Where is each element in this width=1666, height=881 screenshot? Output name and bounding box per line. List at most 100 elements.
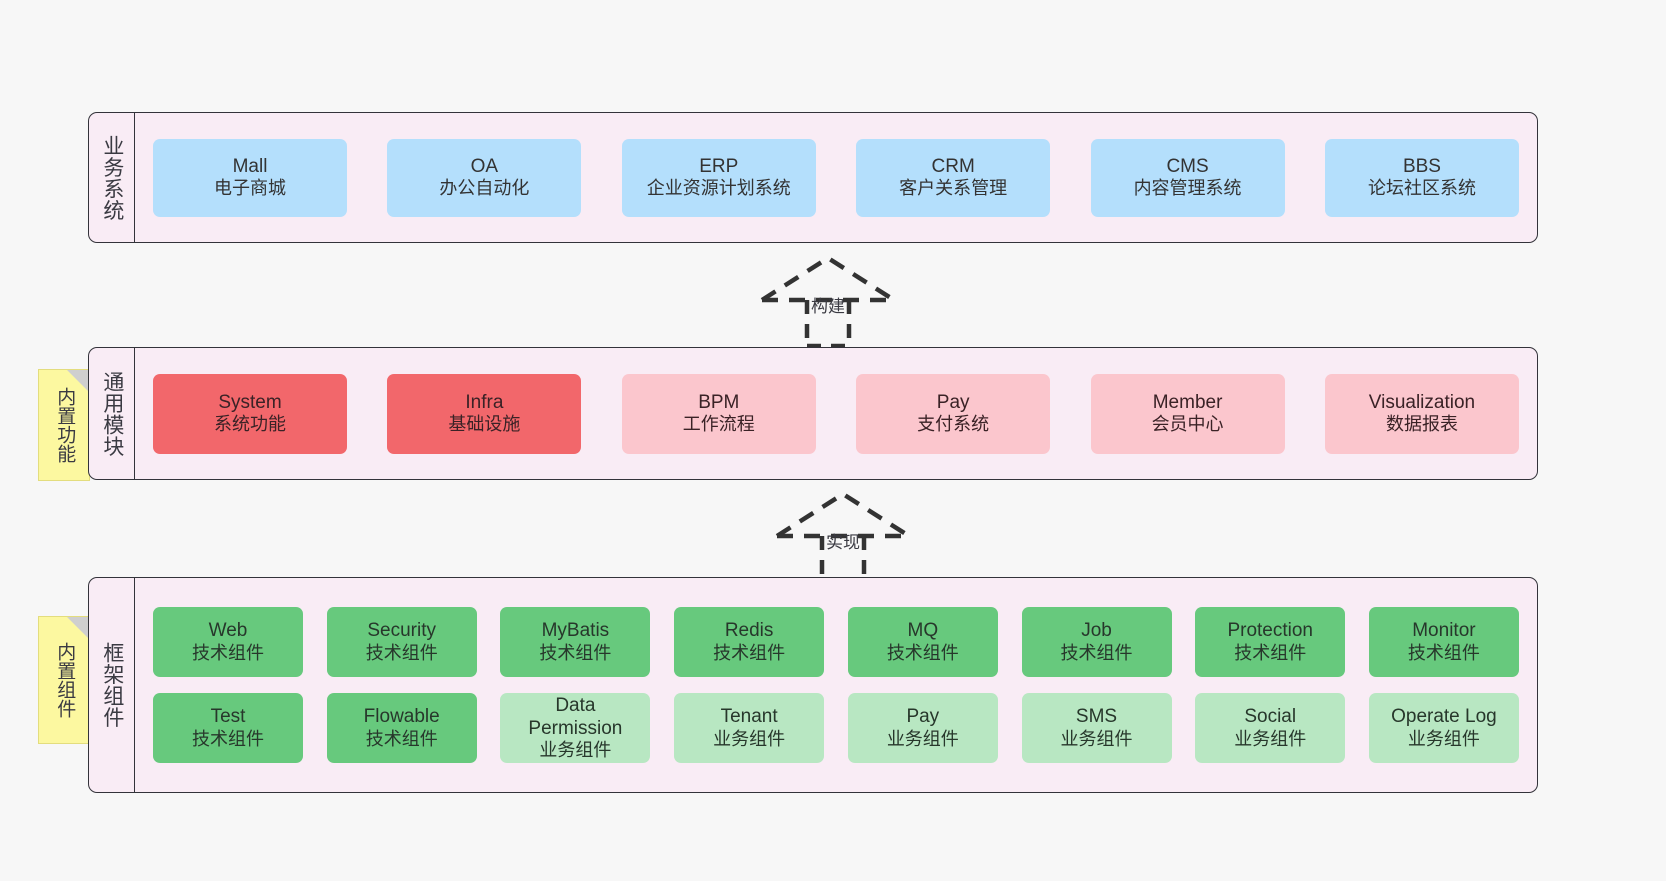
card-mall-subtitle: 电子商城 bbox=[214, 178, 286, 199]
card-oa-subtitle: 办公自动化 bbox=[439, 178, 530, 199]
card-pay-module-subtitle: 支付系统 bbox=[917, 414, 990, 435]
card-mybatis-title: MyBatis bbox=[541, 620, 610, 642]
card-crm-subtitle: 客户关系管理 bbox=[899, 178, 1008, 199]
card-test-title: Test bbox=[210, 706, 246, 728]
card-cms-subtitle: 内容管理系统 bbox=[1133, 178, 1242, 199]
framework-row-2: Test 技术组件 Flowable 技术组件 Data Permission … bbox=[153, 693, 1519, 763]
card-system-title: System bbox=[218, 391, 282, 413]
card-tenant[interactable]: Tenant 业务组件 bbox=[674, 693, 825, 763]
business-systems-row: Mall 电子商城 OA 办公自动化 ERP 企业资源计划系统 CRM 客户关系… bbox=[153, 138, 1519, 217]
card-redis-title: Redis bbox=[724, 620, 774, 642]
card-protection-subtitle: 技术组件 bbox=[1234, 642, 1307, 663]
card-redis-subtitle: 技术组件 bbox=[713, 642, 786, 663]
card-mq[interactable]: MQ 技术组件 bbox=[847, 607, 998, 677]
card-data-permission[interactable]: Data Permission 业务组件 bbox=[500, 693, 651, 763]
note-builtin-component: 内置组件 bbox=[38, 616, 90, 744]
card-cms-title: CMS bbox=[1166, 155, 1209, 177]
card-job[interactable]: Job 技术组件 bbox=[1021, 607, 1172, 677]
card-mybatis[interactable]: MyBatis 技术组件 bbox=[500, 607, 651, 677]
card-operate-log-subtitle: 业务组件 bbox=[1407, 728, 1480, 749]
card-social-title: Social bbox=[1244, 706, 1297, 728]
card-erp[interactable]: ERP 企业资源计划系统 bbox=[621, 138, 816, 217]
card-visualization[interactable]: Visualization 数据报表 bbox=[1324, 373, 1519, 454]
card-pay-component-title: Pay bbox=[906, 706, 940, 728]
card-oa-title: OA bbox=[470, 155, 499, 177]
card-bbs[interactable]: BBS 论坛社区系统 bbox=[1324, 138, 1519, 217]
card-web[interactable]: Web 技术组件 bbox=[153, 607, 303, 677]
card-web-title: Web bbox=[208, 620, 248, 642]
layer-business-systems: 业务系统 Mall 电子商城 OA 办公自动化 ERP 企业资源计划系统 CRM… bbox=[88, 112, 1538, 243]
card-member-subtitle: 会员中心 bbox=[1151, 414, 1224, 435]
build-arrow-label: 构建 bbox=[811, 297, 845, 316]
card-bpm-subtitle: 工作流程 bbox=[682, 414, 755, 435]
framework-row-1: Web 技术组件 Security 技术组件 MyBatis 技术组件 Redi… bbox=[153, 607, 1519, 677]
card-pay-module-title: Pay bbox=[936, 391, 970, 413]
card-protection[interactable]: Protection 技术组件 bbox=[1195, 607, 1346, 677]
card-sms-subtitle: 业务组件 bbox=[1060, 728, 1133, 749]
card-visualization-subtitle: 数据报表 bbox=[1385, 414, 1458, 435]
layer-body-common-modules: System 系统功能 Infra 基础设施 BPM 工作流程 Pay 支付系统… bbox=[135, 348, 1537, 479]
card-erp-subtitle: 企业资源计划系统 bbox=[646, 178, 791, 199]
build-arrow-glyph bbox=[760, 255, 896, 349]
layer-body-framework-components: Web 技术组件 Security 技术组件 MyBatis 技术组件 Redi… bbox=[135, 578, 1537, 792]
card-sms-title: SMS bbox=[1075, 706, 1118, 728]
layer-title-common-modules: 通用模块 bbox=[89, 348, 135, 479]
card-infra-subtitle: 基础设施 bbox=[448, 414, 521, 435]
implement-arrow-label: 实现 bbox=[826, 533, 860, 552]
card-social-subtitle: 业务组件 bbox=[1234, 728, 1307, 749]
note-builtin-function: 内置功能 bbox=[38, 369, 90, 481]
card-security-title: Security bbox=[367, 620, 437, 642]
card-infra[interactable]: Infra 基础设施 bbox=[387, 373, 582, 454]
card-test[interactable]: Test 技术组件 bbox=[153, 693, 303, 763]
note-builtin-function-label: 内置功能 bbox=[54, 387, 76, 463]
card-job-subtitle: 技术组件 bbox=[1060, 642, 1133, 663]
card-flowable-subtitle: 技术组件 bbox=[365, 728, 438, 749]
layer-title-framework-components: 框架组件 bbox=[89, 578, 135, 792]
card-mall[interactable]: Mall 电子商城 bbox=[153, 138, 347, 217]
card-system-subtitle: 系统功能 bbox=[214, 414, 286, 435]
card-monitor-title: Monitor bbox=[1412, 620, 1476, 642]
card-bpm[interactable]: BPM 工作流程 bbox=[621, 373, 816, 454]
card-flowable-title: Flowable bbox=[363, 706, 440, 728]
card-pay-module[interactable]: Pay 支付系统 bbox=[856, 373, 1051, 454]
card-web-subtitle: 技术组件 bbox=[192, 642, 264, 663]
layer-title-business-systems: 业务系统 bbox=[89, 113, 135, 242]
card-monitor-subtitle: 技术组件 bbox=[1407, 642, 1480, 663]
card-crm-title: CRM bbox=[931, 155, 975, 177]
layer-framework-components: 框架组件 Web 技术组件 Security 技术组件 MyBatis 技术组件… bbox=[88, 577, 1538, 793]
note-fold-icon bbox=[67, 617, 89, 639]
card-operate-log[interactable]: Operate Log 业务组件 bbox=[1368, 693, 1519, 763]
card-member[interactable]: Member 会员中心 bbox=[1090, 373, 1285, 454]
note-builtin-component-label: 内置组件 bbox=[54, 642, 76, 718]
card-monitor[interactable]: Monitor 技术组件 bbox=[1368, 607, 1519, 677]
card-cms[interactable]: CMS 内容管理系统 bbox=[1090, 138, 1285, 217]
card-bbs-subtitle: 论坛社区系统 bbox=[1367, 178, 1476, 199]
card-redis[interactable]: Redis 技术组件 bbox=[674, 607, 825, 677]
card-protection-title: Protection bbox=[1227, 620, 1313, 642]
card-mybatis-subtitle: 技术组件 bbox=[539, 642, 612, 663]
card-data-permission-title: Data Permission bbox=[528, 694, 623, 740]
build-arrow: 构建 bbox=[748, 252, 908, 349]
card-member-title: Member bbox=[1152, 391, 1223, 413]
card-mq-title: MQ bbox=[907, 620, 939, 642]
card-bpm-title: BPM bbox=[698, 391, 740, 413]
card-test-subtitle: 技术组件 bbox=[192, 728, 264, 749]
card-mall-title: Mall bbox=[232, 155, 268, 177]
card-erp-title: ERP bbox=[699, 155, 739, 177]
card-oa[interactable]: OA 办公自动化 bbox=[387, 138, 582, 217]
card-tenant-title: Tenant bbox=[720, 706, 778, 728]
note-fold-icon bbox=[67, 370, 89, 392]
card-sms[interactable]: SMS 业务组件 bbox=[1021, 693, 1172, 763]
card-pay-component[interactable]: Pay 业务组件 bbox=[847, 693, 998, 763]
card-bbs-title: BBS bbox=[1402, 155, 1441, 177]
card-infra-title: Infra bbox=[465, 391, 504, 413]
implement-arrow: 实现 bbox=[763, 488, 923, 585]
layer-body-business-systems: Mall 电子商城 OA 办公自动化 ERP 企业资源计划系统 CRM 客户关系… bbox=[135, 113, 1537, 242]
card-social[interactable]: Social 业务组件 bbox=[1195, 693, 1346, 763]
card-flowable[interactable]: Flowable 技术组件 bbox=[326, 693, 477, 763]
card-system[interactable]: System 系统功能 bbox=[153, 373, 347, 454]
card-crm[interactable]: CRM 客户关系管理 bbox=[856, 138, 1051, 217]
card-security[interactable]: Security 技术组件 bbox=[326, 607, 477, 677]
card-tenant-subtitle: 业务组件 bbox=[713, 728, 786, 749]
